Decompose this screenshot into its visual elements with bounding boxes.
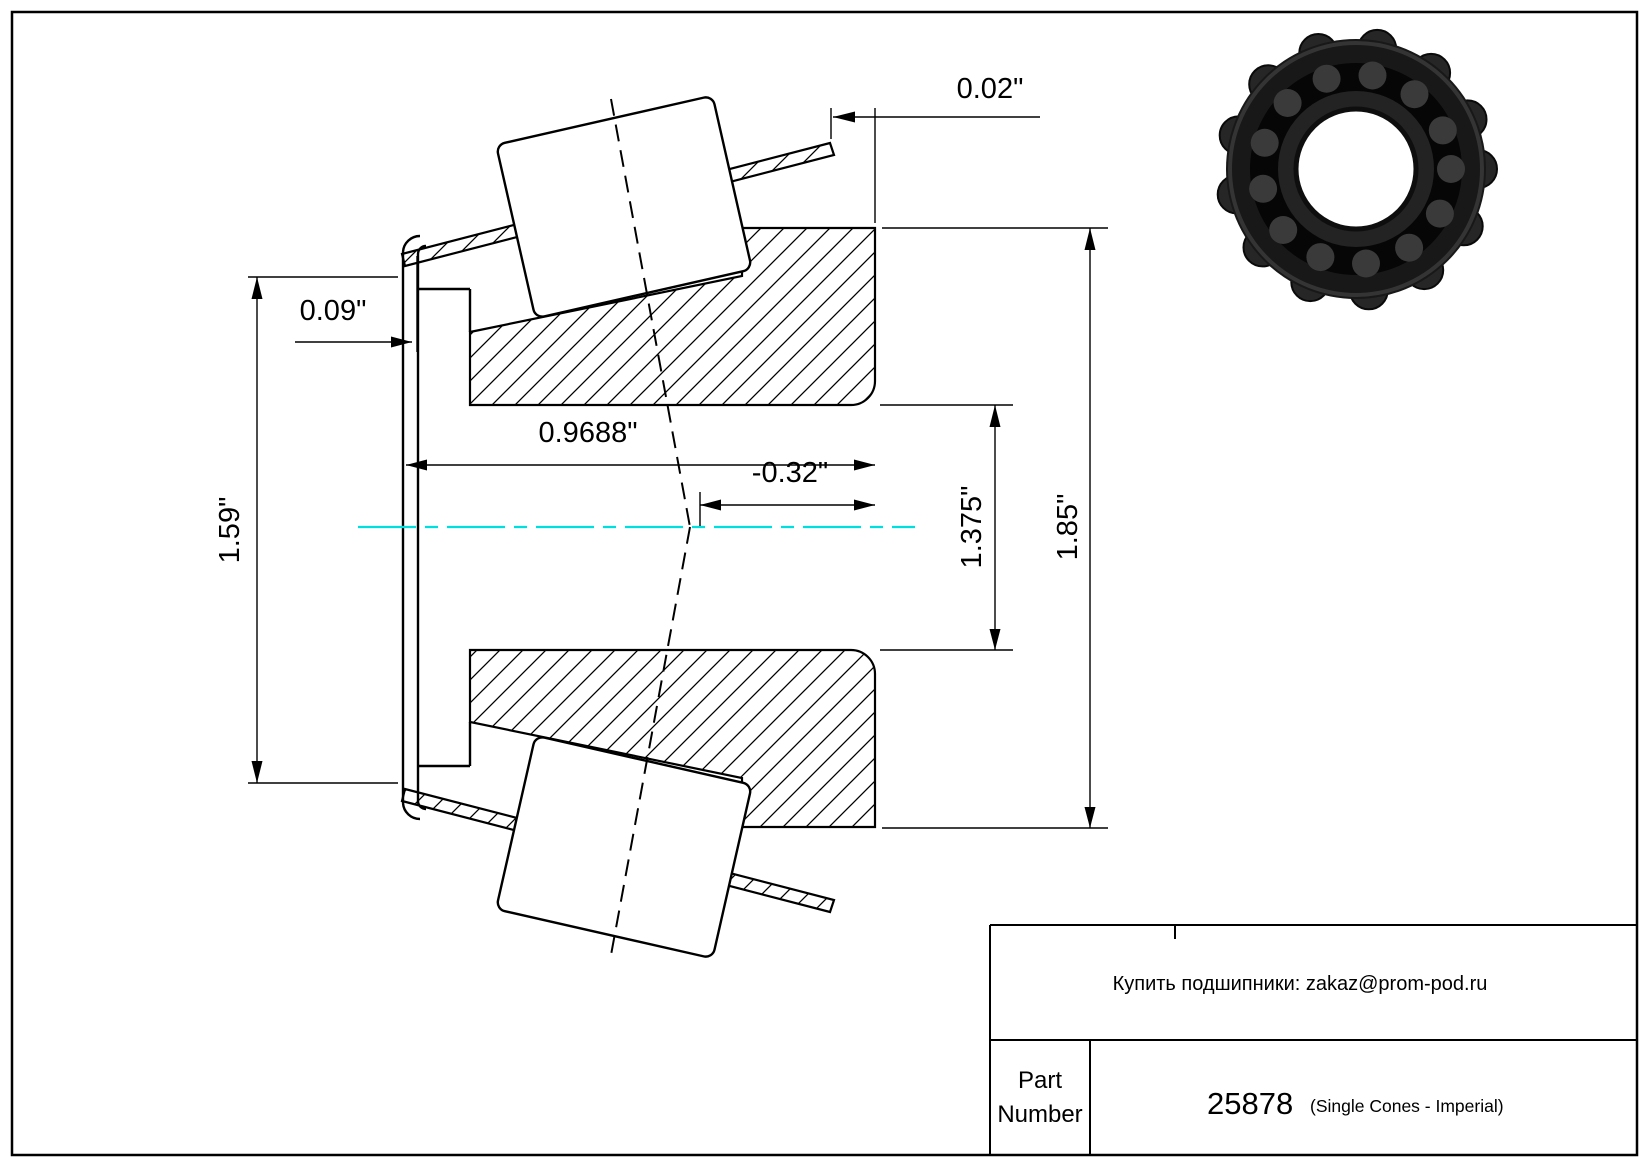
part-number-value: 25878 [1207,1086,1293,1121]
dimension-arrowheads [251,111,1096,828]
dim-effective-center: -0.32" [752,457,828,489]
bearing-bore [1293,106,1419,232]
dim-back-diameter: 1.59" [214,497,246,564]
contact-email-text: Купить подшипники: zakaz@prom-pod.ru [1113,973,1488,995]
dim-shield-offset: 0.09" [300,295,367,327]
part-label-line2: Number [997,1101,1082,1128]
bearing-cage-pockets [1249,61,1465,278]
roller-axis-bottom [610,526,691,956]
cone-upper-section [468,226,877,407]
roller-axis-top [610,98,691,528]
back-rib-ledge-bottom [419,722,472,768]
part-label-line1: Part [1018,1067,1062,1094]
roller-top [496,96,752,318]
dimension-annotations: 0.02" 0.09" 1.59" 0.9688" -0.32" 1.375" … [214,73,1108,829]
sheet-border [10,10,1639,1157]
title-block-lines [989,924,1637,1155]
extension-lines [248,108,1108,829]
back-rib-ledge-top [419,287,472,332]
bearing-ring-highlight [1228,41,1484,297]
title-block: Купить подшипники: zakaz@prom-pod.ru Par… [989,924,1637,1155]
part-series-label: (Single Cones - Imperial) [1310,1096,1504,1116]
bearing-section-view [358,96,915,958]
bearing-photo [1216,28,1498,311]
dim-cage-standout: 0.02" [957,73,1024,105]
dim-bore-diameter: 1.375" [956,486,988,569]
roller-bottom [496,736,752,958]
dim-cone-width: 0.9688" [539,417,638,449]
dim-outer-diameter: 1.85" [1052,494,1084,561]
dimension-lines [256,116,1091,828]
